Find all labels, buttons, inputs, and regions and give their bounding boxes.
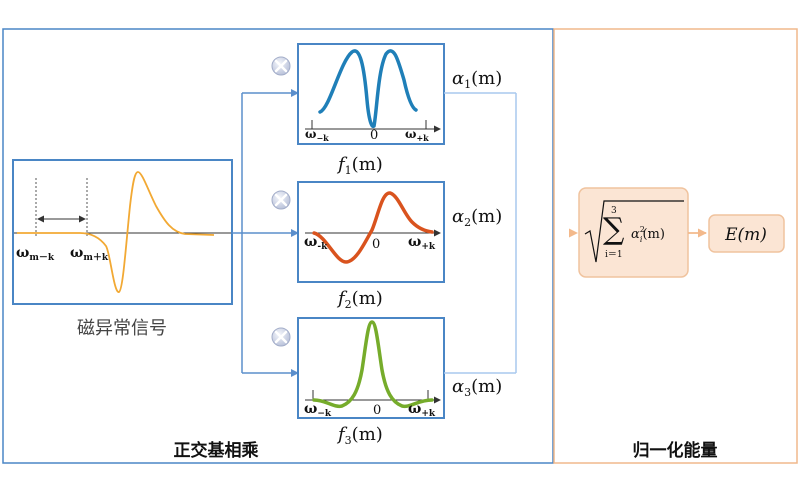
branch-connectors (232, 89, 299, 377)
sum-upper-limit: 3 (611, 206, 617, 216)
basis-panel-3: ω−k 0 ω+k (297, 317, 445, 419)
right-section-frame (553, 28, 798, 464)
left-section-frame (2, 28, 554, 464)
coef-3-label: α3(m) (452, 376, 502, 399)
coef-2-label: α2(m) (452, 206, 502, 229)
energy-output-label: E(m) (724, 225, 767, 245)
basis-3-label: f3(m) (336, 424, 383, 447)
sqrt-symbol (584, 200, 684, 263)
omega-minus-label: ωm－k (16, 245, 55, 263)
sum-lower-limit: i＝1 (605, 250, 623, 260)
basis-curve-2 (312, 191, 434, 264)
multiply-icon (271, 190, 291, 210)
input-signal-panel: ωm－k ωm＋k (12, 159, 233, 305)
basis-panel-1: ω−k 0 ω+k (297, 43, 445, 145)
basis-3-axis-zero: 0 (373, 403, 381, 418)
basis-1-label: f1(m) (336, 154, 383, 177)
left-section-title: 正交基相乘 (174, 440, 259, 461)
energy-output-box: E(m) (708, 214, 785, 253)
basis-curve-1 (318, 49, 418, 129)
right-section-title: 归一化能量 (633, 440, 718, 461)
basis-curve-3 (312, 320, 434, 409)
basis-1-axis-zero: 0 (370, 128, 378, 143)
basis-panel-2: ω-k 0 ω+k (297, 181, 445, 283)
basis-2-label: f2(m) (336, 288, 383, 311)
multiply-icon (271, 56, 291, 76)
sum-symbol: ∑ (603, 212, 625, 247)
omega-plus-label: ωm＋k (70, 245, 109, 263)
input-signal-curve (17, 171, 215, 293)
merge-connectors (444, 92, 578, 374)
input-caption: 磁异常信号 (77, 318, 167, 339)
multiply-icon (271, 327, 291, 347)
basis-2-axis-zero: 0 (372, 237, 380, 252)
coef-1-label: α1(m) (452, 68, 502, 91)
